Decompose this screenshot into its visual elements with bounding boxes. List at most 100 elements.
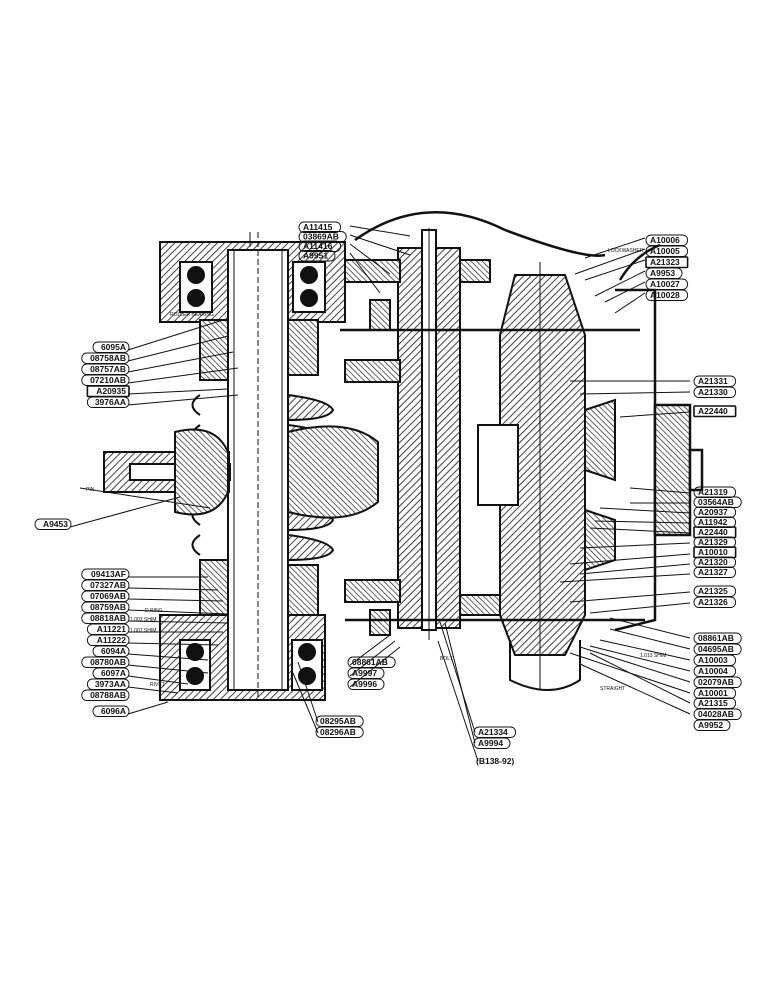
part-label: A11415 — [303, 222, 333, 232]
part-label-bubble — [81, 352, 130, 364]
part-label: A9951 — [303, 251, 328, 261]
leader-lines — [69, 225, 691, 762]
part-label: 04695AB — [698, 644, 734, 654]
part-label-bubble — [693, 375, 737, 387]
part-label-bubble — [693, 687, 737, 699]
part-label-bubble — [693, 405, 737, 418]
part-label: A21334 — [478, 727, 508, 737]
part-label: 08757AB — [90, 364, 126, 374]
part-label: A9953 — [650, 268, 675, 278]
part-label-bubble — [693, 486, 737, 498]
part-label-bubble — [86, 396, 130, 408]
callout-straight: STRAIGHT — [600, 686, 625, 692]
part-label-bubble — [693, 719, 731, 731]
part-label: 08295AB — [320, 716, 356, 726]
part-label-bubble — [81, 612, 130, 624]
part-label: A21327 — [698, 567, 728, 577]
callout-pin: PIN — [86, 487, 95, 493]
part-label-bubble — [693, 697, 737, 709]
part-label: A21331 — [698, 376, 728, 386]
part-label: A21320 — [698, 557, 728, 567]
part-label: 08780AB — [90, 657, 126, 667]
part-label-bubble — [86, 385, 130, 398]
part-label-bubble — [473, 726, 517, 738]
countershaft — [344, 210, 606, 640]
part-label: 6095A — [101, 342, 126, 352]
reference-number: (B138-92) — [476, 756, 514, 766]
part-label: 08861AB — [698, 633, 734, 643]
small-callouts: ROLLER BEARING LOCKWASHER PIN BOLT STRAI… — [86, 248, 666, 692]
pinion-shaft — [79, 425, 379, 519]
part-label: 3976AA — [95, 397, 126, 407]
part-label-bubble — [298, 250, 336, 262]
part-label-bubble — [81, 590, 130, 602]
part-label-bubble — [315, 715, 364, 727]
part-label-bubble — [86, 623, 130, 635]
part-label: A21319 — [698, 487, 728, 497]
part-label: 08818AB — [90, 613, 126, 623]
callout-rivet: RIVET — [150, 682, 165, 688]
part-label: 09413AF — [91, 569, 126, 579]
part-label-bubble — [347, 656, 396, 668]
part-label-bubble — [86, 634, 130, 646]
output-shaft — [477, 262, 616, 691]
part-label-bubble — [693, 496, 742, 508]
part-label: 07069AB — [90, 591, 126, 601]
part-label-bubble — [81, 568, 130, 580]
part-label-bubble — [693, 596, 737, 608]
part-label-bubble — [693, 546, 737, 559]
part-label-bubble — [92, 645, 130, 657]
part-label-bubble — [34, 518, 72, 530]
part-label: 07327AB — [90, 580, 126, 590]
part-label: A9453 — [43, 519, 68, 529]
part-label-bubble — [473, 737, 511, 749]
part-label: A11416 — [303, 241, 333, 251]
part-label: A22440 — [698, 527, 728, 537]
part-label: A21325 — [698, 586, 728, 596]
part-label: A10005 — [650, 246, 680, 256]
part-label-bubble — [693, 585, 737, 597]
part-label: A9997 — [352, 668, 377, 678]
part-label-bubble — [693, 708, 742, 720]
part-label: A10028 — [650, 290, 680, 300]
part-label-bubble — [693, 566, 737, 578]
part-label: A10027 — [650, 279, 680, 289]
part-label: 08758AB — [90, 353, 126, 363]
part-label-bubble — [81, 601, 130, 613]
part-label: A9996 — [352, 679, 377, 689]
part-label: A20935 — [96, 386, 126, 396]
part-labels: 6095A08758AB08757AB07210ABA209353976AAA9… — [34, 221, 742, 766]
part-label: A10006 — [650, 235, 680, 245]
part-label-bubble — [92, 341, 130, 353]
part-label-bubble — [298, 240, 342, 252]
part-label-bubble — [645, 256, 689, 269]
part-label-bubble — [81, 656, 130, 668]
part-label: A10003 — [698, 655, 728, 665]
part-label: A10004 — [698, 666, 728, 676]
part-label: A22440 — [698, 406, 728, 416]
callout-roller-bearing: ROLLER BEARING — [170, 312, 214, 318]
part-label: A10010 — [698, 547, 728, 557]
part-label-bubble — [693, 386, 737, 398]
part-label: A9994 — [478, 738, 503, 748]
part-label-bubble — [81, 363, 130, 375]
part-label: 6094A — [101, 646, 126, 656]
part-label-bubble — [645, 234, 689, 246]
right-housing — [340, 243, 704, 632]
part-label: 03564AB — [698, 497, 734, 507]
part-label-bubble — [645, 267, 683, 279]
callout-shim-1: 1.003 SHIM — [130, 617, 156, 623]
part-label-bubble — [693, 506, 737, 518]
part-label: 08296AB — [320, 727, 356, 737]
part-label-bubble — [693, 526, 737, 539]
part-label: A11221 — [97, 624, 127, 634]
callout-bolt: BOLT — [440, 656, 453, 662]
part-label-bubble — [645, 289, 689, 301]
part-label: A9952 — [698, 720, 723, 730]
part-label: A21326 — [698, 597, 728, 607]
part-label-bubble — [693, 665, 737, 677]
part-label: 6097A — [101, 668, 126, 678]
part-label-bubble — [693, 643, 742, 655]
